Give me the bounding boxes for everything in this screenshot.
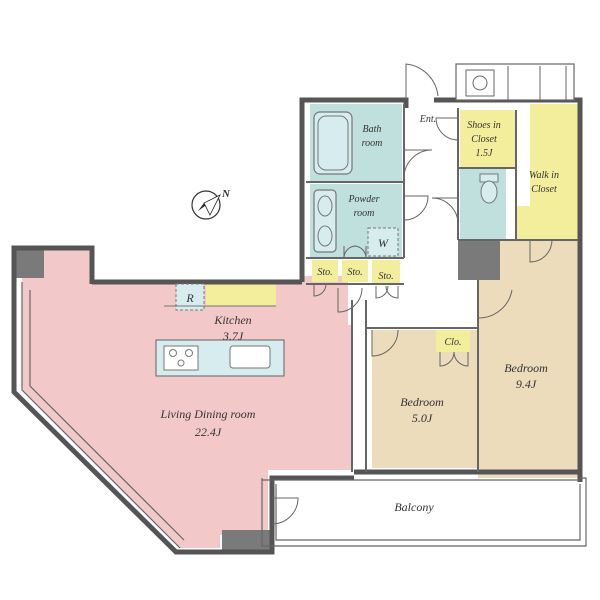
balcony-outline bbox=[261, 477, 587, 547]
fridge-label: R bbox=[185, 291, 194, 305]
living-window-line-2 bbox=[29, 290, 185, 541]
north-arrow-icon: N bbox=[191, 188, 231, 220]
bedroom-small-size: 5.0J bbox=[412, 411, 433, 425]
living-room-name: Living Dining room bbox=[160, 407, 256, 421]
shoes-label-3: 1.5J bbox=[476, 148, 494, 159]
outer-wall-left bbox=[11, 245, 354, 555]
living-door[interactable] bbox=[337, 287, 363, 313]
stove-icon bbox=[163, 345, 199, 371]
sto-label-1: Sto. bbox=[317, 267, 332, 278]
sto-door-2b[interactable] bbox=[353, 245, 367, 259]
bedroom-small-door[interactable] bbox=[371, 329, 399, 357]
sto-label-3: Sto. bbox=[378, 271, 393, 282]
shoes-closet-area bbox=[460, 110, 516, 168]
bath-door[interactable] bbox=[403, 149, 433, 179]
closet-area bbox=[436, 330, 470, 352]
bedroom-small-name: Bedroom bbox=[400, 395, 444, 409]
bathtub-icon bbox=[313, 111, 353, 175]
closet-label: Clo. bbox=[445, 337, 462, 348]
washbasin-icon bbox=[313, 189, 337, 253]
kitchen-name: Kitchen bbox=[213, 313, 251, 327]
storage-area-3 bbox=[372, 260, 400, 284]
sto-door-3[interactable] bbox=[375, 285, 389, 299]
walk-in-closet-area bbox=[516, 104, 578, 240]
column-bottom bbox=[222, 530, 270, 552]
living-room-size: 22.4J bbox=[195, 425, 222, 439]
storage-area-1 bbox=[312, 260, 338, 282]
bath-label-2: room bbox=[362, 138, 383, 149]
toilet-icon bbox=[479, 173, 499, 204]
bedroom-large-size: 9.4J bbox=[516, 377, 537, 391]
closet-door-right[interactable] bbox=[453, 351, 469, 367]
structural-columns bbox=[14, 240, 500, 552]
bedroom-small-area bbox=[372, 330, 478, 468]
sto-door-3b[interactable] bbox=[385, 285, 399, 299]
bath-label-1: Bath bbox=[363, 124, 382, 135]
living-left-strip bbox=[44, 250, 90, 280]
washer-label: W bbox=[378, 236, 389, 250]
bathtub-inner bbox=[317, 115, 349, 171]
pipe-shaft bbox=[458, 240, 500, 280]
storage-area-2 bbox=[342, 260, 368, 282]
balcony-door[interactable] bbox=[271, 497, 299, 525]
walkin-label-2: Closet bbox=[531, 184, 557, 195]
fixtures bbox=[155, 111, 499, 377]
living-window-line bbox=[21, 282, 181, 549]
doors bbox=[271, 63, 553, 525]
sto-door-1[interactable] bbox=[313, 283, 327, 297]
walkin-closet-door[interactable] bbox=[529, 239, 553, 263]
washbasin-bowl-1 bbox=[317, 195, 333, 217]
shoes-label-1: Shoes in bbox=[467, 120, 501, 131]
balcony-inner-rail bbox=[275, 484, 581, 541]
room-labels: Living Dining room 22.4J Kitchen 3.7J Be… bbox=[160, 114, 559, 514]
shoes-closet-door[interactable] bbox=[435, 117, 459, 141]
kitchen-size: 3.7J bbox=[222, 329, 244, 343]
meter-dial bbox=[472, 75, 488, 91]
sto-label-2: Sto. bbox=[347, 267, 362, 278]
column-left bbox=[14, 246, 44, 278]
powder-door[interactable] bbox=[403, 195, 429, 221]
washbasin-bowl-2 bbox=[317, 225, 333, 247]
powder-label-1: Powder bbox=[347, 194, 379, 205]
balcony-label: Balcony bbox=[394, 500, 434, 514]
shoes-label-2: Closet bbox=[471, 134, 497, 145]
bedroom-large-name: Bedroom bbox=[504, 361, 548, 375]
meter-inner bbox=[465, 69, 495, 97]
sink-icon bbox=[229, 345, 271, 369]
entrance-label: Ent. bbox=[419, 114, 436, 125]
toilet-door[interactable] bbox=[431, 197, 459, 225]
powder-label-2: room bbox=[354, 208, 375, 219]
partitions bbox=[306, 104, 578, 472]
entrance-door[interactable] bbox=[405, 63, 439, 100]
service-core-outline bbox=[299, 97, 409, 282]
bedroom-large-door[interactable] bbox=[477, 284, 513, 319]
north-label: N bbox=[221, 188, 231, 200]
walkin-label-1: Walk in bbox=[529, 170, 559, 181]
porch-equipment bbox=[455, 63, 575, 101]
kitchen-counter-back bbox=[206, 284, 276, 306]
washer-icon bbox=[367, 227, 399, 257]
